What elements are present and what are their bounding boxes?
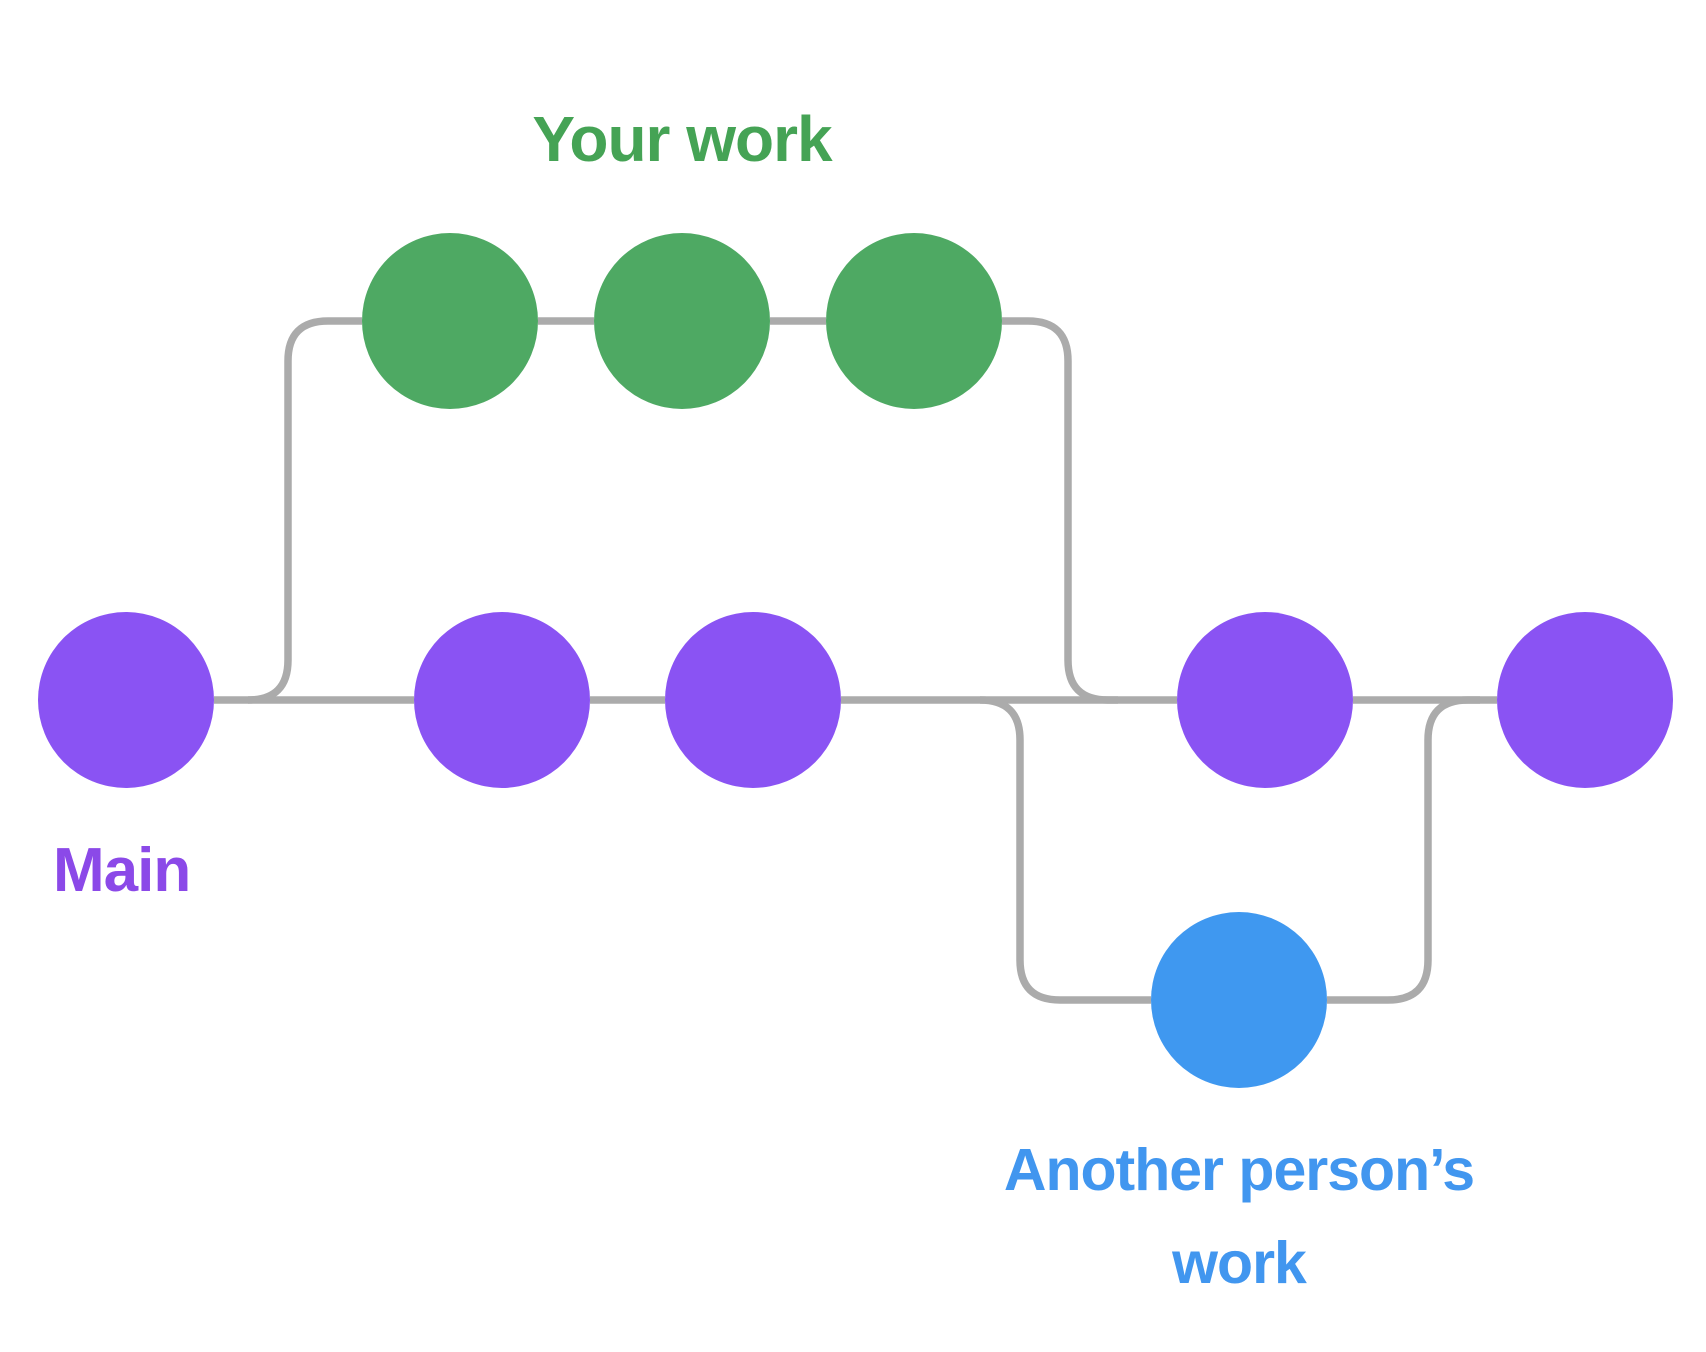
connector-branch-out-to-another-persons-work	[979, 696, 1151, 1004]
commit-node-main-3	[665, 612, 841, 788]
connector-branch-out-to-your-work	[247, 317, 362, 704]
branch-label-another-persons-work: Another person’s work	[1003, 1137, 1475, 1297]
commit-node-main-2	[414, 612, 590, 788]
commit-node-another-persons-work-1	[1151, 912, 1327, 1088]
commit-node-main-4	[1177, 612, 1353, 788]
branch-label-main: Main	[53, 836, 191, 905]
commit-node-your-work-3	[826, 233, 1002, 409]
connector-lines	[214, 317, 1497, 1004]
connector-merge-another-persons-work-into-main	[1327, 696, 1480, 1004]
connector-merge-your-work-into-main	[1002, 317, 1118, 704]
commit-node-main-1	[38, 612, 214, 788]
commit-nodes	[38, 233, 1673, 1088]
commit-node-your-work-2	[594, 233, 770, 409]
branch-label-your-work: Your work	[532, 103, 832, 175]
commit-node-main-5	[1497, 612, 1673, 788]
commit-node-your-work-1	[362, 233, 538, 409]
